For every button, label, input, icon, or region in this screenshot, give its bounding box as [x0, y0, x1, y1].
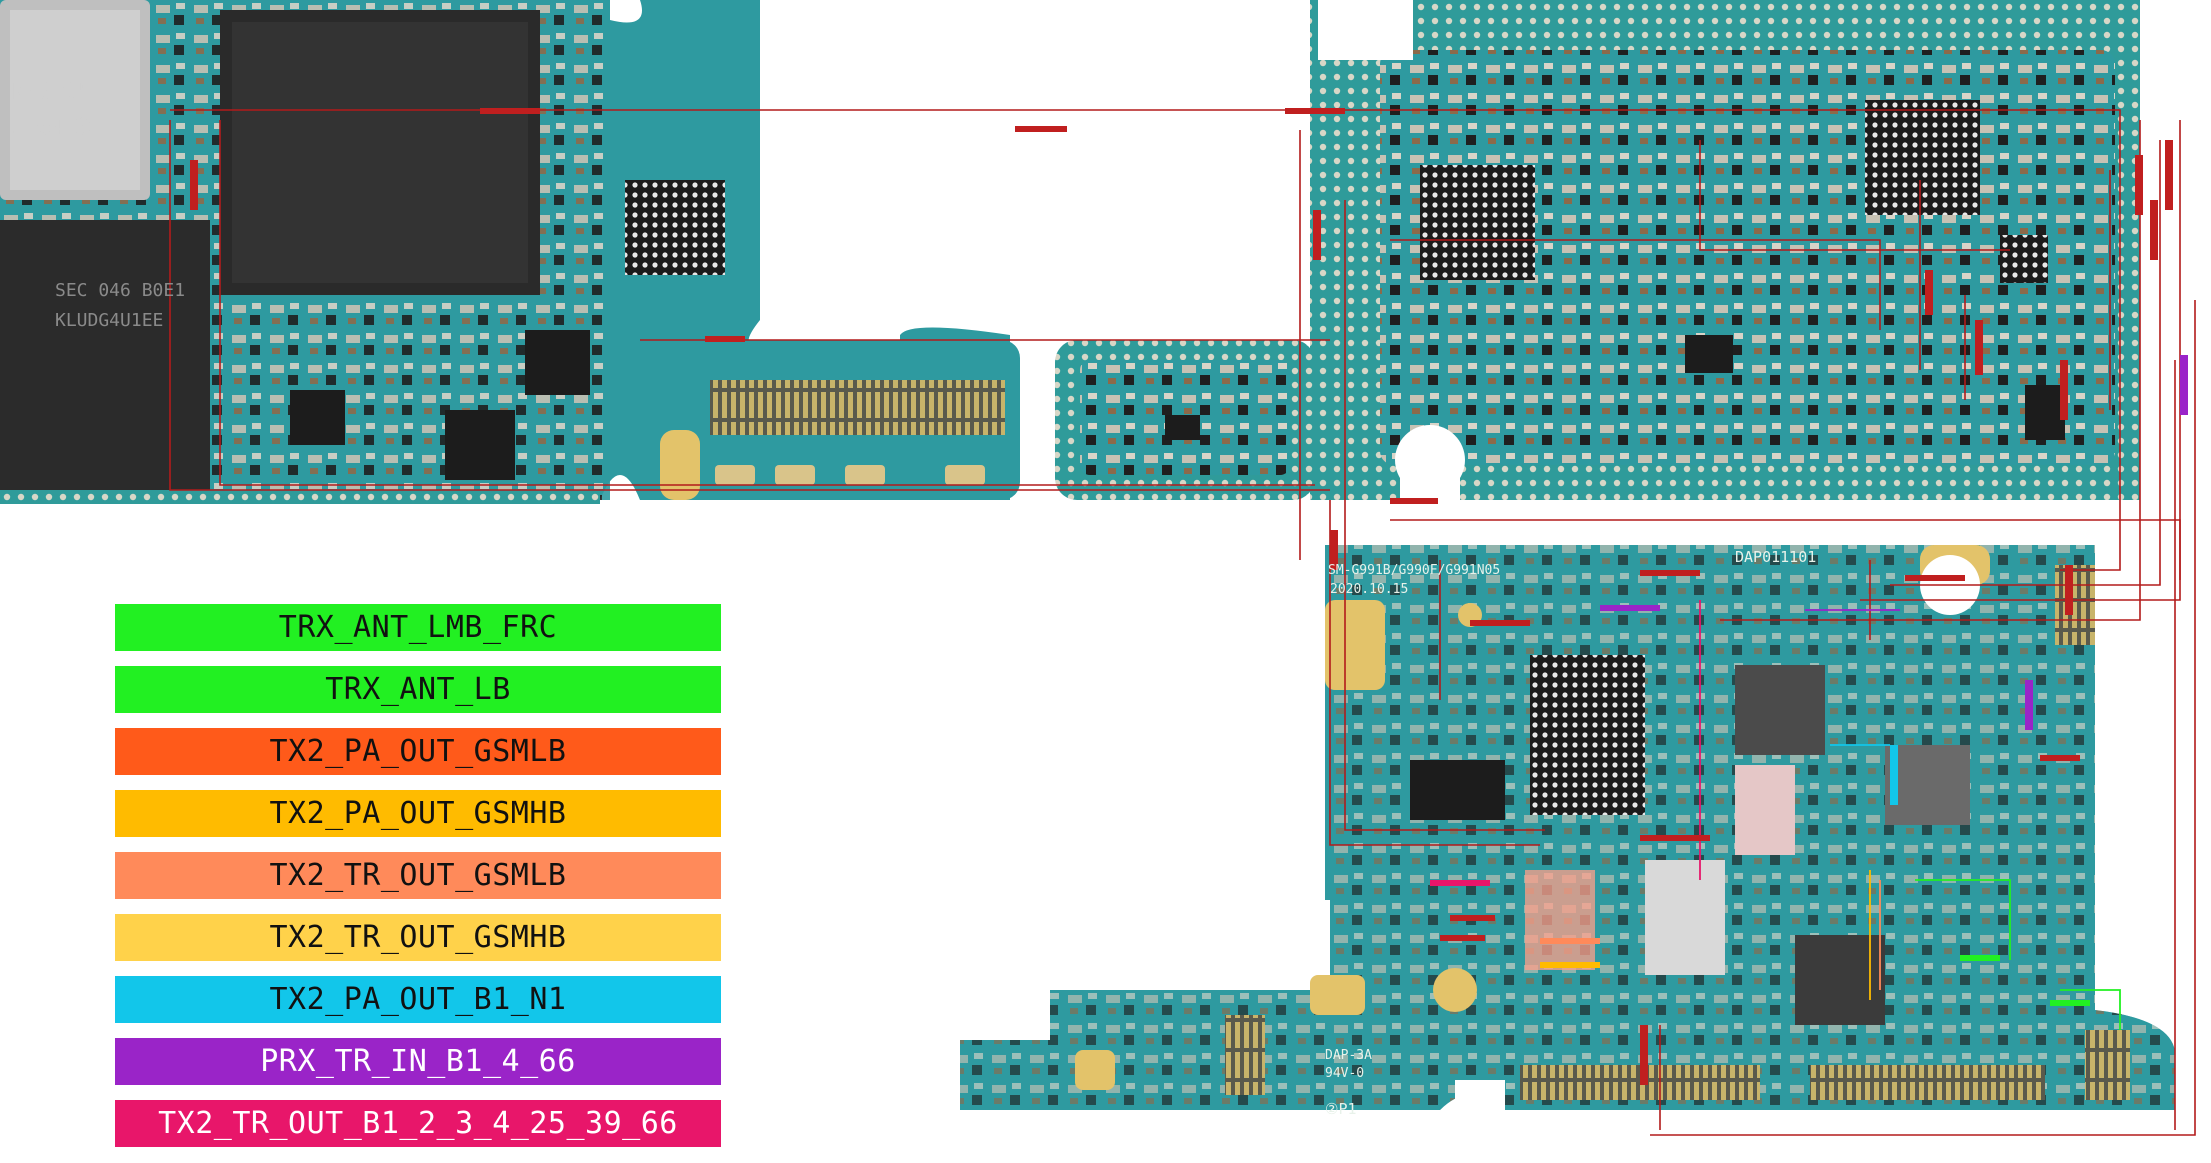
legend-item: TRX_ANT_LB [115, 666, 721, 713]
legend-item: TX2_TR_OUT_GSMHB [115, 914, 721, 961]
flex-code-label: DAP-3A [1325, 1048, 1372, 1063]
legend-item: TRX_ANT_LMB_FRC [115, 604, 721, 651]
legend-label: TX2_PA_OUT_GSMLB [269, 734, 567, 769]
net-tags [190, 108, 2188, 1085]
legend-item: TX2_TR_OUT_GSMLB [115, 852, 721, 899]
flex-rating-label: 94V-0 [1325, 1066, 1365, 1081]
legend-label: TX2_TR_OUT_B1_2_3_4_25_39_66 [158, 1106, 678, 1141]
memory-side-label-2: KLUDG4U1EE [55, 310, 164, 331]
legend-label: TRX_ANT_LMB_FRC [278, 610, 558, 645]
legend-item: TX2_TR_OUT_B1_2_3_4_25_39_66 [115, 1100, 721, 1147]
small-module [1055, 340, 1315, 500]
legend-label: TX2_TR_OUT_GSMLB [269, 858, 567, 893]
legend-item: TX2_PA_OUT_GSMHB [115, 790, 721, 837]
legend-label: TRX_ANT_LB [325, 672, 511, 707]
top-left-board [0, 0, 1010, 504]
legend-item: TX2_PA_OUT_GSMLB [115, 728, 721, 775]
legend-label: TX2_TR_OUT_GSMHB [269, 920, 567, 955]
board-model-label: SM-G991B/G990F/G991N05 [1328, 563, 1501, 578]
memory-chip-label-1: KA0BG5 [12, 80, 92, 105]
center-connector-flex [660, 340, 1020, 500]
legend-label: TX2_PA_OUT_B1_N1 [269, 982, 567, 1017]
bottom-right-board [960, 545, 2176, 1110]
legend-label: PRX_TR_IN_B1_4_66 [260, 1044, 576, 1079]
board-code-label: DAP011101 [1735, 548, 1817, 566]
legend-label: TX2_PA_OUT_GSMHB [269, 796, 567, 831]
signal-legend: TRX_ANT_LMB_FRC TRX_ANT_LB TX2_PA_OUT_GS… [115, 604, 721, 1162]
trace-lines [169, 109, 2196, 1136]
trace-lines-colored [1699, 600, 2121, 1030]
legend-item: TX2_PA_OUT_B1_N1 [115, 976, 721, 1023]
flex-marker-label: ②P1 [1325, 1100, 1357, 1118]
memory-chip-label-2: J054C3 [12, 115, 92, 140]
memory-side-label-1: SEC 046 B0E1 [55, 280, 186, 301]
legend-item: PRX_TR_IN_B1_4_66 [115, 1038, 721, 1085]
board-date-label: 2020.10.15 [1330, 582, 1409, 597]
